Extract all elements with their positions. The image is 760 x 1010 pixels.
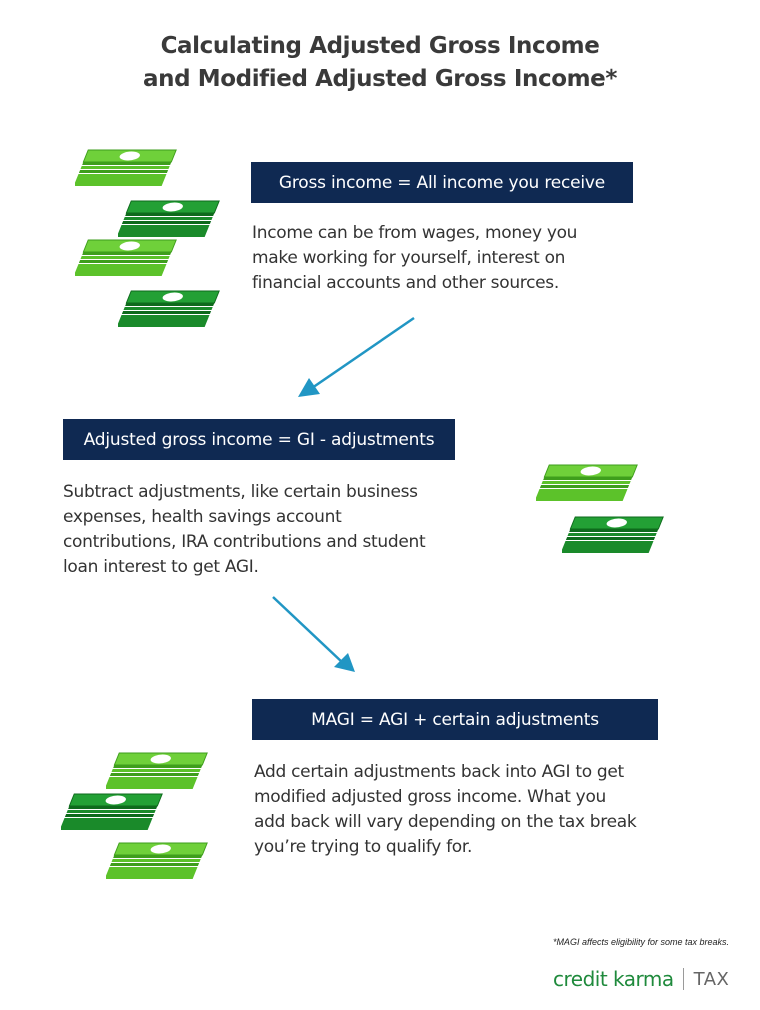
money-stack-icon [61, 793, 163, 830]
money-stack-icon [75, 149, 177, 186]
money-stack-icon [106, 842, 208, 879]
agi-box: Adjusted gross income = GI - adjustments [63, 419, 455, 460]
description-line: make working for yourself, interest on [252, 248, 566, 268]
money-stack-icon [536, 464, 638, 501]
credit-karma-tax-logo: credit karma TAX [553, 964, 729, 994]
page-title: Calculating Adjusted Gross Income and Mo… [0, 30, 760, 96]
gross-income-label: Gross income = All income you receive [278, 172, 606, 193]
description-line: contributions, IRA contributions and stu… [63, 532, 426, 552]
description-line: expenses, health savings account [63, 507, 342, 527]
agi-description: Subtract adjustments, like certain busin… [63, 480, 426, 580]
description-line: Income can be from wages, money you [252, 223, 578, 243]
arrow-icon [272, 596, 355, 672]
magi-description: Add certain adjustments back into AGI to… [254, 760, 637, 860]
description-line: modified adjusted gross income. What you [254, 787, 607, 807]
magi-box: MAGI = AGI + certain adjustments [252, 699, 658, 740]
logo-wordmark: credit karma [553, 967, 674, 991]
footnote: *MAGI affects eligibility for some tax b… [552, 937, 729, 947]
description-line: loan interest to get AGI. [63, 557, 259, 577]
money-stack-icon [106, 752, 208, 789]
gross-income-box: Gross income = All income you receive [251, 162, 633, 203]
money-stack-icon [562, 516, 664, 553]
description-line: Add certain adjustments back into AGI to… [254, 762, 624, 782]
description-line: Subtract adjustments, like certain busin… [63, 482, 418, 502]
money-stack-icon [118, 290, 220, 327]
arrow-icon [298, 316, 415, 397]
money-stack-icon [118, 200, 220, 237]
page-title-line-2: and Modified Adjusted Gross Income* [142, 66, 617, 92]
description-line: financial accounts and other sources. [252, 273, 559, 293]
logo-tax-label: TAX [693, 968, 730, 990]
logo-divider [682, 968, 684, 990]
gross-income-description: Income can be from wages, money you make… [252, 221, 577, 296]
description-line: you’re trying to qualify for. [254, 837, 473, 857]
description-line: add back will vary depending on the tax … [254, 812, 637, 832]
agi-label: Adjusted gross income = GI - adjustments [83, 429, 435, 450]
page-title-line-1: Calculating Adjusted Gross Income [160, 33, 600, 59]
magi-label: MAGI = AGI + certain adjustments [311, 709, 599, 730]
money-stack-icon [75, 239, 177, 276]
